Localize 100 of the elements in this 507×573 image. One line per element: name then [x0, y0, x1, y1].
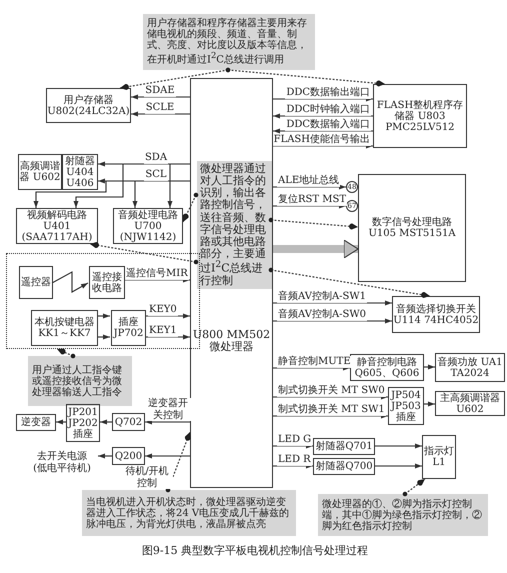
arrow: [375, 464, 422, 468]
arrow: [375, 444, 422, 448]
transistor-box: [112, 447, 145, 465]
arrow: [124, 278, 190, 282]
arrow: [273, 300, 392, 306]
arrow: [52, 271, 88, 293]
edge-label: 制式切换开关 MT SW0: [277, 385, 386, 396]
keypad-box: [31, 310, 98, 346]
box-label: 视频解码电路 U401 (SAA7117AH): [20, 210, 94, 242]
inverter-box: [16, 414, 56, 431]
remote-box: [19, 266, 53, 299]
arrow: [145, 454, 190, 458]
arrow: [273, 394, 388, 400]
box-label: 数字信号处理电路 U105 MST5151A: [367, 217, 457, 239]
edge-label: DDC数据输入端口: [285, 119, 371, 130]
note-box: [28, 356, 132, 406]
edge-label: 逆变器开关控制: [145, 398, 191, 421]
tuner-box: [435, 391, 505, 416]
edge-label: LED R: [277, 454, 312, 466]
note-box: [82, 490, 296, 536]
box-label: 遥控接收电路: [91, 272, 123, 294]
arrow: [273, 114, 373, 118]
box-label: 音频处理电路 U700 (NJW1142): [117, 210, 179, 242]
box-label: 插座 JP702: [112, 317, 144, 339]
power-label: 去开关电源 (低电平待机): [26, 449, 98, 477]
arrow: [273, 96, 373, 102]
arrow: [100, 420, 112, 424]
arrow: [424, 402, 435, 406]
leader-line: [166, 432, 191, 492]
processor-box: [190, 78, 273, 488]
edge-label: SCLE: [144, 102, 176, 114]
leader-line: [56, 348, 76, 358]
box-label: 音频功放 UA1 TA2024: [436, 356, 504, 378]
edge-label: SDA: [144, 152, 168, 164]
arrow: [97, 334, 110, 340]
arrow: [131, 94, 190, 100]
edge-label: 音频AV控制A-SW1: [277, 291, 368, 302]
arrow: [145, 420, 190, 424]
edge-label: 遥控信号MIR: [125, 268, 189, 280]
box-label: 射随器Q700: [315, 461, 373, 472]
edge-label: SCL: [144, 169, 168, 180]
note-text: 用户通过人工指令键或遥控接收信号为微处理器输送人工指令: [32, 364, 123, 398]
note-box: [143, 14, 315, 70]
box-label: 本机按键电器 KK1～KK7: [34, 317, 96, 339]
leader-line: [268, 218, 358, 230]
dsp-box: [358, 174, 466, 282]
arrow: [273, 184, 346, 190]
edge-label: FLASH使能信号输出: [272, 134, 371, 146]
edge-label: 音频AV控制A-SW0: [277, 309, 368, 320]
arrow: [168, 163, 190, 208]
tuner-box: [18, 154, 62, 190]
leader-line: [402, 478, 426, 496]
leader-line: [90, 242, 198, 264]
arrow: [273, 366, 350, 370]
box-label: 射随器Q701: [315, 441, 373, 452]
memory-box: [373, 84, 467, 148]
box-label: FLASH整机程序存储器 U803 PMC25LV512: [376, 100, 464, 132]
box-label: JP504 JP503 插座: [389, 390, 422, 422]
arrow: [98, 454, 112, 458]
note-text: 微处理器的①、②脚为指示灯控制端，其中①脚为绿色指示灯控制，②脚为红色指示灯控制: [322, 498, 483, 532]
box-label: Q200: [114, 450, 142, 462]
box-label: 用户存储器 U802(24LC32A): [47, 94, 130, 116]
box-label: JP201 JP202 插座: [67, 406, 99, 440]
connector-box: [111, 310, 146, 346]
transistor-box: [112, 413, 145, 431]
edge-label: DDC数据输出端口: [285, 87, 371, 98]
box-label: 高频调谐器 U602: [19, 161, 61, 183]
arrow: [424, 364, 435, 370]
arrow: [273, 128, 373, 134]
box-label: 主高频调谐器 U602: [439, 392, 501, 414]
edge-label: 静音控制MUTE: [277, 356, 352, 368]
switch-box: [392, 296, 480, 333]
leader-line: [226, 68, 386, 86]
box-label: 音频选择切换开关 U114 74HC4052: [393, 304, 479, 326]
arrow: [273, 414, 388, 418]
box-label: Q702: [114, 416, 142, 428]
thick-arrow: [273, 240, 358, 258]
edge-label: DDC时钟输入端口: [285, 104, 371, 116]
box-label: 射随器 U404 U406: [64, 156, 96, 188]
edge-label: SDAE: [144, 85, 176, 96]
note-text: 微处理器通过对人工指令的识别，输出各路控制信号，送往音频、数字信号处理电路或其他电路部分，主要通过I$^{2}$C总线进行控制: [200, 163, 267, 287]
arrow: [273, 444, 313, 448]
leader-line: [182, 192, 198, 222]
arrow: [97, 314, 110, 318]
edge-label: 制式切换开关 MT SW1: [277, 404, 386, 416]
arrow: [273, 464, 313, 468]
note-text: 用户存储器和程序存储器主要用来存储电视机的频段、频道、音量、制式、亮度、对比度以及版本等信息，在开机时通过I$^{2}$C总线进行调用: [147, 18, 308, 66]
arrow: [273, 204, 346, 208]
buffer-box: [313, 438, 375, 455]
caption: 图9-15 典型数字平板电视机控制信号处理过程: [140, 543, 370, 558]
edge-label: 复位RST MST: [277, 194, 347, 206]
leader-line: [268, 268, 430, 298]
edge-label: KEY0: [148, 304, 178, 316]
note-text: 当电视机进入开机状态时，微处理器驱动逆变器进入工作状态，将24 V电压变成几千赫兹的脉冲电压，为背光灯供电，液晶屏被点亮: [86, 496, 290, 530]
arrow: [145, 314, 190, 318]
edge-label: LED G: [277, 434, 312, 446]
memory-box: [46, 88, 131, 123]
box-label: 遥控器: [21, 277, 51, 288]
box-label: 指示灯 L1: [423, 446, 455, 468]
box-label: 逆变器: [21, 417, 51, 428]
